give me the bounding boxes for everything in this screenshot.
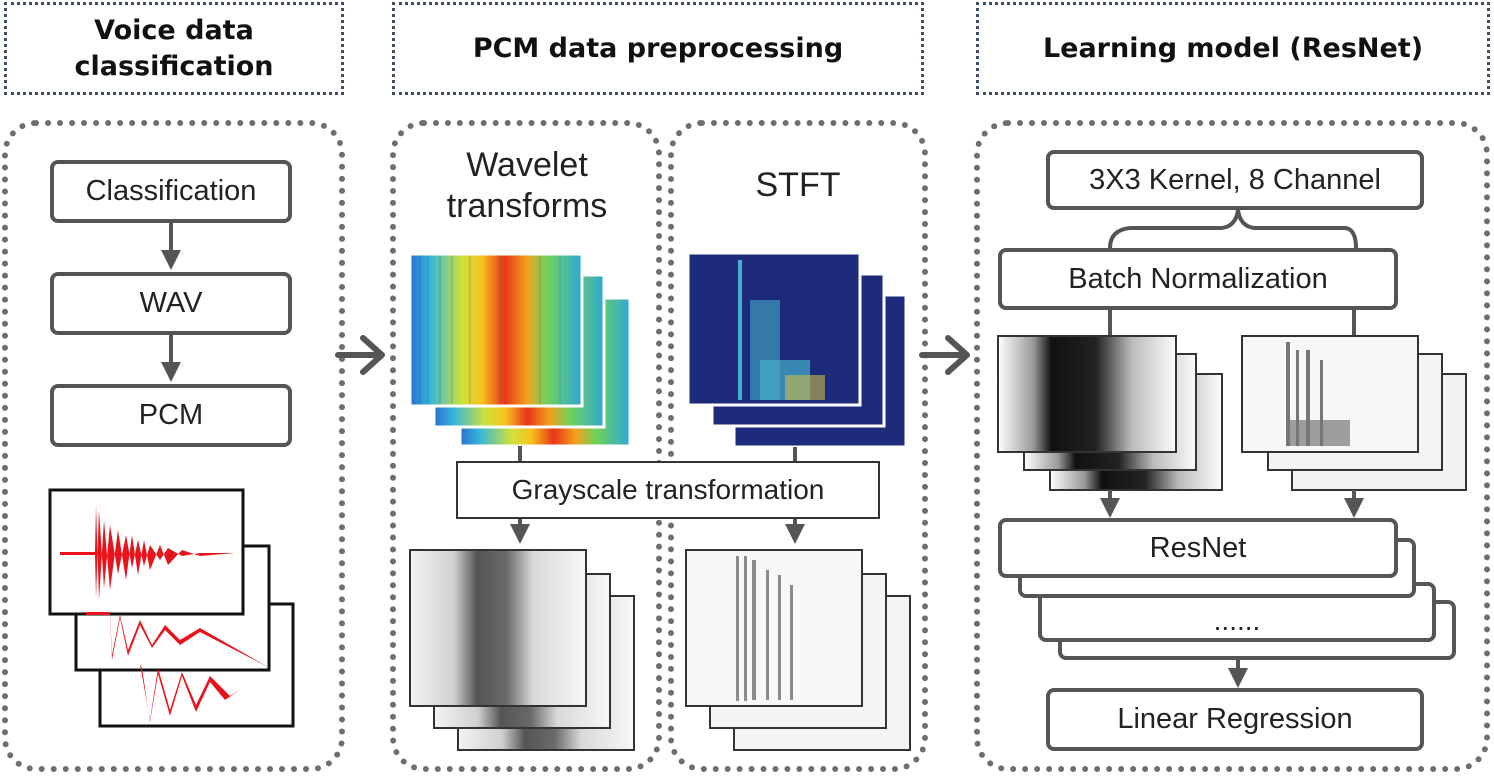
linear-regression-box: Linear Regression bbox=[1046, 688, 1424, 751]
wav-box: WAV bbox=[50, 272, 292, 335]
wavelet-title: Wavelet transforms bbox=[446, 146, 608, 225]
panel-learning-model bbox=[974, 120, 1490, 772]
panel-voice-classification bbox=[2, 120, 345, 772]
pcm-box: PCM bbox=[50, 384, 292, 447]
batch-normalization-box: Batch Normalization bbox=[998, 248, 1398, 310]
panel-wavelet bbox=[390, 120, 662, 772]
waveform-stack bbox=[48, 488, 295, 728]
arrow-left-to-middle bbox=[335, 335, 385, 375]
grayscale-stft-stack bbox=[685, 549, 911, 751]
stft-spectrogram-stack bbox=[686, 251, 908, 449]
grayscale-transformation-box: Grayscale transformation bbox=[456, 461, 880, 519]
panel-stft bbox=[668, 120, 928, 772]
feature-map-stack-right bbox=[1241, 335, 1467, 491]
classification-box: Classification bbox=[50, 160, 292, 223]
ellipsis-label: ...... bbox=[1213, 605, 1261, 636]
feature-map-stack-left bbox=[997, 335, 1223, 491]
kernel-box: 3X3 Kernel, 8 Channel bbox=[1046, 150, 1424, 210]
stft-title: STFT bbox=[755, 166, 841, 204]
grayscale-wavelet-stack bbox=[409, 549, 635, 751]
header-voice-data-classification: Voice data classification bbox=[4, 2, 344, 95]
header-pcm-preprocessing: PCM data preprocessing bbox=[392, 2, 924, 95]
resnet-box: ResNet bbox=[998, 518, 1398, 578]
arrow-middle-to-right bbox=[919, 335, 970, 375]
header-learning-model: Learning model (ResNet) bbox=[976, 2, 1490, 95]
wavelet-scalogram-stack bbox=[408, 252, 632, 448]
kernel-brace bbox=[1108, 209, 1358, 249]
